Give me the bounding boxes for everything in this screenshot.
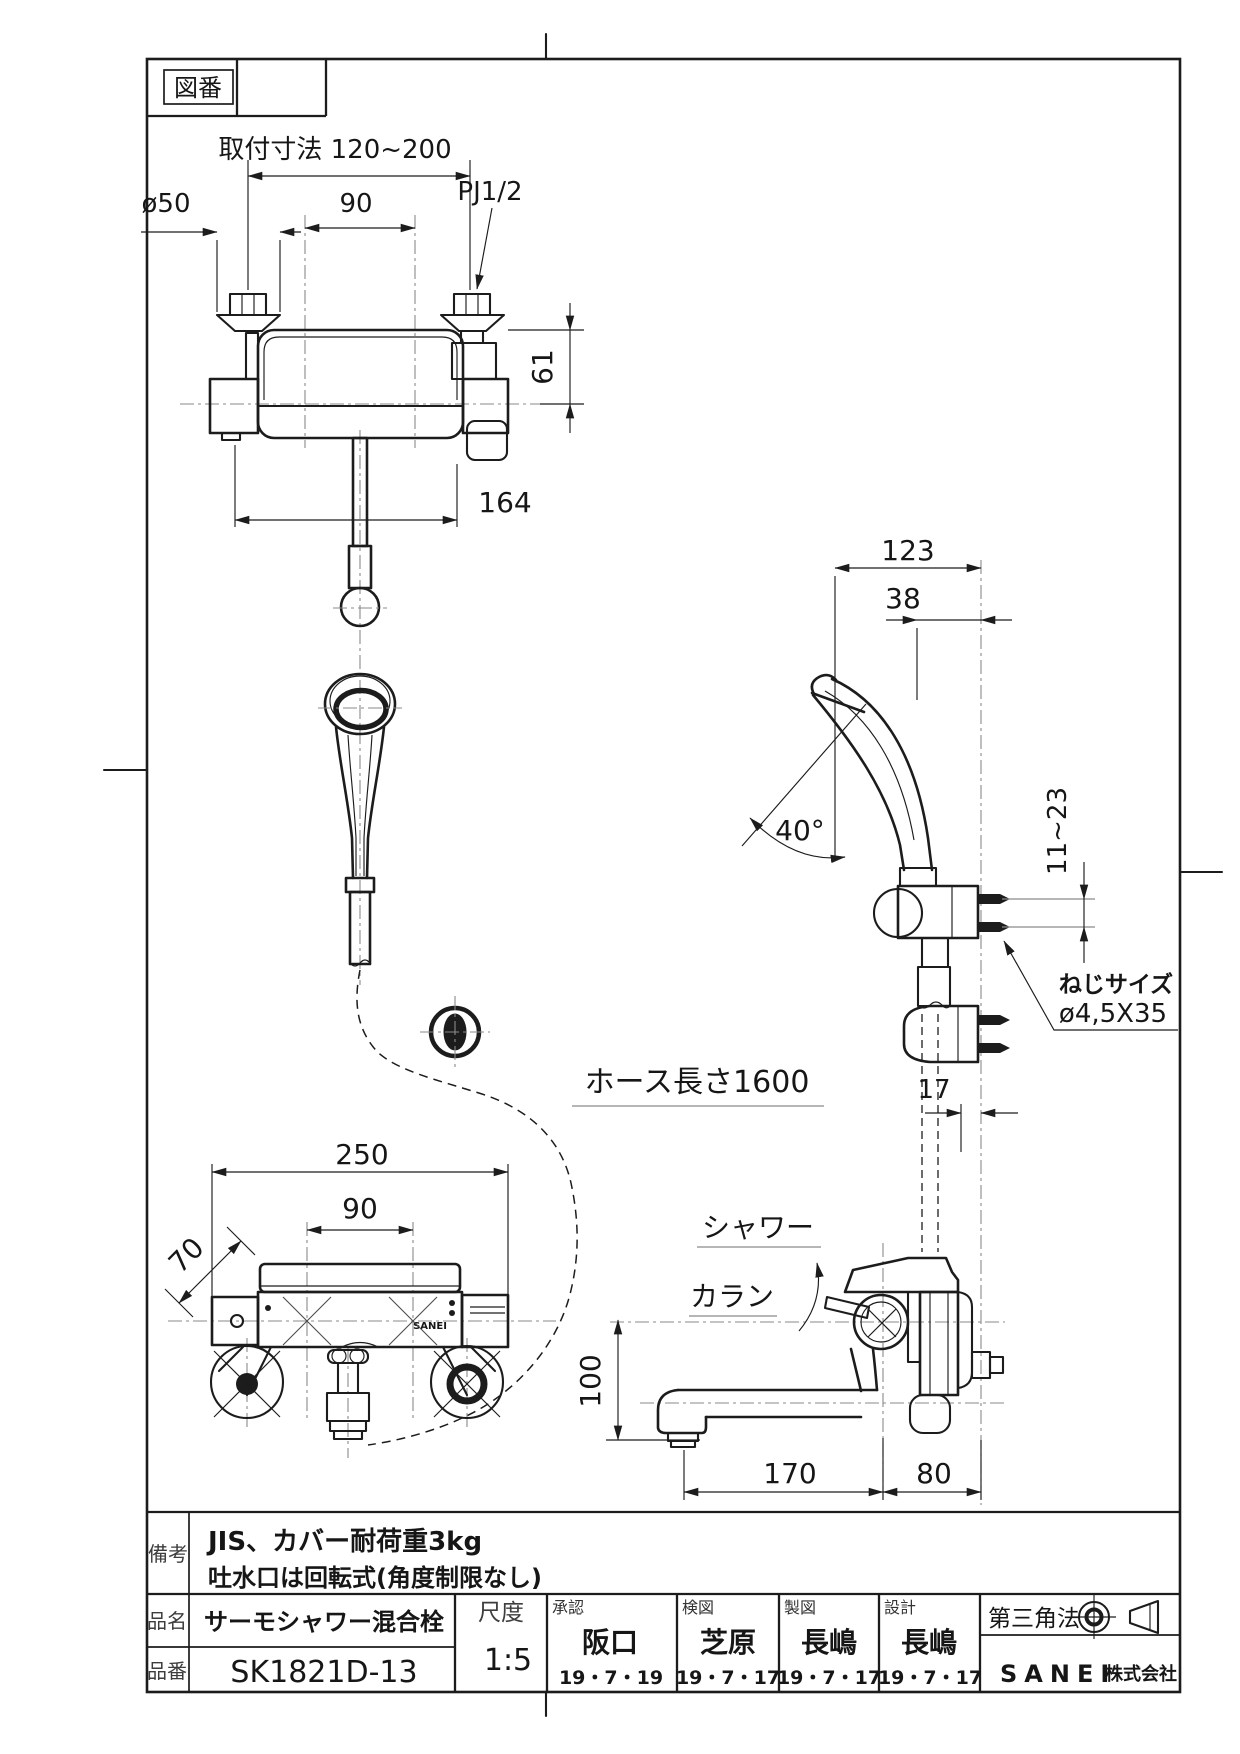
company-name: SANEI xyxy=(1000,1660,1116,1688)
svg-text:検図: 検図 xyxy=(682,1598,714,1617)
handshower-front-view xyxy=(318,672,402,967)
spare-hook xyxy=(902,1004,1010,1064)
hook-screw-upper xyxy=(978,894,1010,932)
dim-123: 123 xyxy=(881,534,934,567)
remarks-line2: 吐水口は回転式(角度制限なし) xyxy=(208,1564,542,1592)
hose-connector-end-view xyxy=(420,996,490,1068)
svg-text:長嶋: 長嶋 xyxy=(901,1626,957,1659)
dim-pj: PJ1/2 xyxy=(457,177,522,207)
mixer-front-view: 250 90 70 SANEI xyxy=(162,1138,556,1458)
outlet-adapter xyxy=(325,1348,371,1441)
projection-label: 第三角法 xyxy=(988,1606,1080,1632)
dim-90-top: 90 xyxy=(339,189,372,219)
dim-90-front: 90 xyxy=(342,1192,378,1225)
svg-text:100: 100 xyxy=(574,1354,607,1407)
remarks-label: 備考 xyxy=(148,1542,188,1566)
shower-mode-label: シャワー xyxy=(702,1211,814,1244)
third-angle-projection-icon xyxy=(1072,1595,1160,1639)
svg-text:80: 80 xyxy=(916,1457,952,1490)
dim-70: 70 xyxy=(162,1226,256,1318)
remarks-line1: JIS、カバー耐荷重3kg xyxy=(206,1527,482,1557)
svg-text:40°: 40° xyxy=(775,814,825,847)
dim-38: 38 xyxy=(885,582,921,615)
title-block: 備考 JIS、カバー耐荷重3kg 吐水口は回転式(角度制限なし) 品名 サーモシ… xyxy=(147,1510,1180,1692)
svg-text:承認: 承認 xyxy=(552,1598,584,1617)
sheet-frame: 図番 xyxy=(102,32,1224,1718)
dim-250: 250 xyxy=(335,1138,388,1171)
mixer-side-view: 17 シャワー カラン xyxy=(574,1075,1018,1500)
approval-cell: 承認 阪口 19・7・19 xyxy=(552,1598,663,1689)
product-name-label: 品名 xyxy=(147,1609,187,1633)
right-leg xyxy=(429,1344,505,1420)
dim-11-23: 11~23 xyxy=(1002,787,1095,963)
svg-text:長嶋: 長嶋 xyxy=(801,1626,857,1659)
product-code: SK1821D-13 xyxy=(230,1655,417,1690)
svg-text:11~23: 11~23 xyxy=(1043,787,1073,875)
svg-text:19・7・17: 19・7・17 xyxy=(878,1667,982,1689)
product-name: サーモシャワー混合栓 xyxy=(204,1608,444,1636)
scale-value: 1:5 xyxy=(484,1643,532,1678)
draft-cell: 製図 長嶋 19・7・17 xyxy=(777,1598,881,1689)
body-logo: SANEI xyxy=(413,1321,447,1332)
svg-text:19・7・17: 19・7・17 xyxy=(777,1667,881,1689)
company-suffix: 株式会社 xyxy=(1105,1663,1177,1685)
dim-angle-40: 40° xyxy=(741,703,867,864)
handshower-side-view: 123 38 40° 11~23 ねじサイズ ø4,5X35 xyxy=(741,534,1178,1505)
svg-text:164: 164 xyxy=(478,486,531,519)
left-leg xyxy=(209,1344,285,1420)
check-cell: 検図 芝原 19・7・17 xyxy=(676,1598,780,1689)
dim-17: 17 xyxy=(917,1075,1018,1152)
svg-text:170: 170 xyxy=(763,1457,816,1490)
svg-text:芝原: 芝原 xyxy=(700,1626,756,1659)
svg-text:ねじサイズ: ねじサイズ xyxy=(1059,971,1173,998)
svg-text:17: 17 xyxy=(917,1075,950,1105)
dim-170: 170 xyxy=(683,1438,884,1500)
svg-text:19・7・17: 19・7・17 xyxy=(676,1667,780,1689)
dim-61: 61 xyxy=(508,303,584,433)
karan-mode-label: カラン xyxy=(690,1280,774,1313)
svg-text:阪口: 阪口 xyxy=(582,1626,638,1659)
dim-164: 164 xyxy=(234,445,532,527)
scale-label: 尺度 xyxy=(478,1600,524,1626)
svg-text:70: 70 xyxy=(162,1231,211,1280)
dim-phi50: ø50 xyxy=(142,189,191,219)
svg-text:製図: 製図 xyxy=(784,1598,816,1617)
shower-hose: ホース長さ1600 xyxy=(356,969,824,1446)
svg-text:61: 61 xyxy=(526,349,559,385)
top-view: 取付寸法 120~200 ø50 90 PJ1/2 61 164 xyxy=(141,135,584,985)
screw-size-note: ねじサイズ ø4,5X35 xyxy=(1003,940,1178,1031)
hose-length-label: ホース長さ1600 xyxy=(585,1065,810,1100)
dim-100: 100 xyxy=(574,1319,700,1441)
dim-mounting: 取付寸法 120~200 xyxy=(218,135,451,165)
zuban-label: 図番 xyxy=(174,74,222,102)
product-code-label: 品番 xyxy=(147,1659,187,1683)
design-cell: 設計 長嶋 19・7・17 xyxy=(878,1598,982,1689)
svg-text:ø4,5X35: ø4,5X35 xyxy=(1059,999,1167,1029)
svg-text:19・7・19: 19・7・19 xyxy=(559,1667,663,1689)
union-cross-marks xyxy=(282,1296,438,1346)
dim-80: 80 xyxy=(882,1440,982,1500)
svg-text:設計: 設計 xyxy=(884,1598,916,1617)
